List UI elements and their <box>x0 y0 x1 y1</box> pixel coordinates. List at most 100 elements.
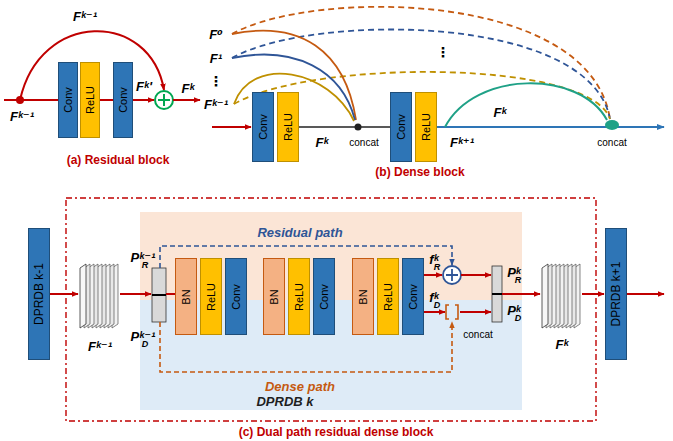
signal-line <box>100 99 113 101</box>
box-label: Conv <box>407 284 419 310</box>
feature-label: Fᵏ <box>556 337 569 352</box>
signal-arrow <box>212 126 251 128</box>
feature-slice <box>80 264 86 328</box>
caption: (b) Dense block <box>375 165 464 179</box>
block-box: DPRDB k+1 <box>605 228 627 360</box>
box-label: ReLU <box>293 282 305 310</box>
subscript: R <box>515 275 522 285</box>
ellipsis: ⋮ <box>209 73 223 89</box>
bn-box: BN <box>175 258 197 335</box>
relu-box: ReLU <box>277 92 299 162</box>
feature-label: Fᵏ⁻¹ <box>73 9 97 24</box>
op-label: concat <box>463 329 492 340</box>
concat-dot <box>605 120 619 130</box>
conv-box: Conv <box>58 62 78 138</box>
conv-box: Conv <box>225 258 247 335</box>
path-label: Residual path <box>257 225 342 240</box>
box-label: Conv <box>257 114 269 140</box>
split-block <box>152 268 166 322</box>
subscript: D <box>434 300 441 310</box>
feature-label: Fᵏ <box>316 135 329 150</box>
concat-dot <box>355 124 362 131</box>
box-label: Conv <box>117 87 129 113</box>
subscript: R <box>142 260 149 270</box>
feature-label: Fᵏ⁻¹ <box>204 97 228 112</box>
bn-box: BN <box>263 258 285 335</box>
merge-block <box>492 266 502 322</box>
signal-arrow <box>460 311 491 313</box>
relu-box: ReLU <box>377 258 399 335</box>
box-label: ReLU <box>282 113 294 141</box>
feature-label: Fᵏ⁺¹ <box>450 135 474 150</box>
block-box: DPRDB k-1 <box>28 228 50 360</box>
box-label: BN <box>268 289 280 304</box>
box-label: ReLU <box>420 113 432 141</box>
subscript: D <box>142 339 149 349</box>
signal-arrow <box>50 293 78 295</box>
box-label: BN <box>357 289 369 304</box>
signal-arrow <box>627 293 664 295</box>
signal-arrow <box>582 293 604 295</box>
feature-label: Fᵏ⁻¹ <box>88 339 112 354</box>
feature-label: Fᵏ⁻¹ <box>10 109 34 124</box>
box-label: BN <box>180 289 192 304</box>
signal-arrow <box>424 311 445 313</box>
box-label: Conv <box>62 87 74 113</box>
signal-arrow <box>120 293 151 295</box>
signal-arrow <box>437 126 664 128</box>
connector <box>299 126 390 128</box>
box-label: Conv <box>318 284 330 310</box>
dprdb-panel: Residual pathDense pathDPRDB k BN ReLU Conv… <box>140 212 522 410</box>
feature-label: F⁰ <box>209 27 223 42</box>
signal-line <box>4 99 58 101</box>
box-label: ReLU <box>84 86 96 114</box>
feature-slice <box>542 264 548 328</box>
box-label: DPRDB k-1 <box>32 263 46 325</box>
conv-box: Conv <box>313 258 335 335</box>
signal-arrow <box>133 99 154 101</box>
relu-box: ReLU <box>415 92 437 162</box>
conv-box: Conv <box>113 62 133 138</box>
ellipsis: ⋮ <box>436 44 450 60</box>
sum-symbol <box>446 269 458 281</box>
signal-arrow <box>461 274 491 276</box>
sum-symbol <box>158 94 170 106</box>
feature-label: Fᵏ <box>494 105 507 120</box>
box-label: ReLU <box>382 282 394 310</box>
box-label: Conv <box>395 114 407 140</box>
subscript: D <box>515 313 522 323</box>
conv-box: Conv <box>252 92 274 162</box>
signal-arrow <box>173 99 200 101</box>
concat-bracket <box>446 305 458 319</box>
sum-symbol <box>155 91 173 109</box>
split-line <box>152 294 166 296</box>
block-outline <box>66 198 596 421</box>
block-label: DPRDB k <box>256 394 313 409</box>
conv-box: Conv <box>390 92 412 162</box>
box-label: ReLU <box>205 282 217 310</box>
caption: (c) Dual path residual dense block <box>239 425 434 439</box>
signal-arrow <box>424 274 442 276</box>
split-line <box>492 293 502 295</box>
path-label: Dense path <box>265 379 335 394</box>
box-label: Conv <box>230 284 242 310</box>
sum-symbol <box>443 266 461 284</box>
relu-box: ReLU <box>80 62 100 138</box>
subscript: R <box>434 262 441 272</box>
relu-box: ReLU <box>200 258 222 335</box>
op-label: concat <box>349 137 378 148</box>
feature-label: Fᵏ' <box>136 79 152 94</box>
signal-arrow <box>502 293 540 295</box>
op-label: concat <box>597 137 626 148</box>
signal-line <box>166 293 175 295</box>
dense-arc <box>445 83 607 127</box>
box-label: DPRDB k+1 <box>609 261 623 326</box>
feature-label: Fᵏ <box>182 81 195 96</box>
relu-box: ReLU <box>288 258 310 335</box>
conv-box: Conv <box>402 258 424 335</box>
feature-label: F¹ <box>210 51 222 66</box>
bn-box: BN <box>352 258 374 335</box>
